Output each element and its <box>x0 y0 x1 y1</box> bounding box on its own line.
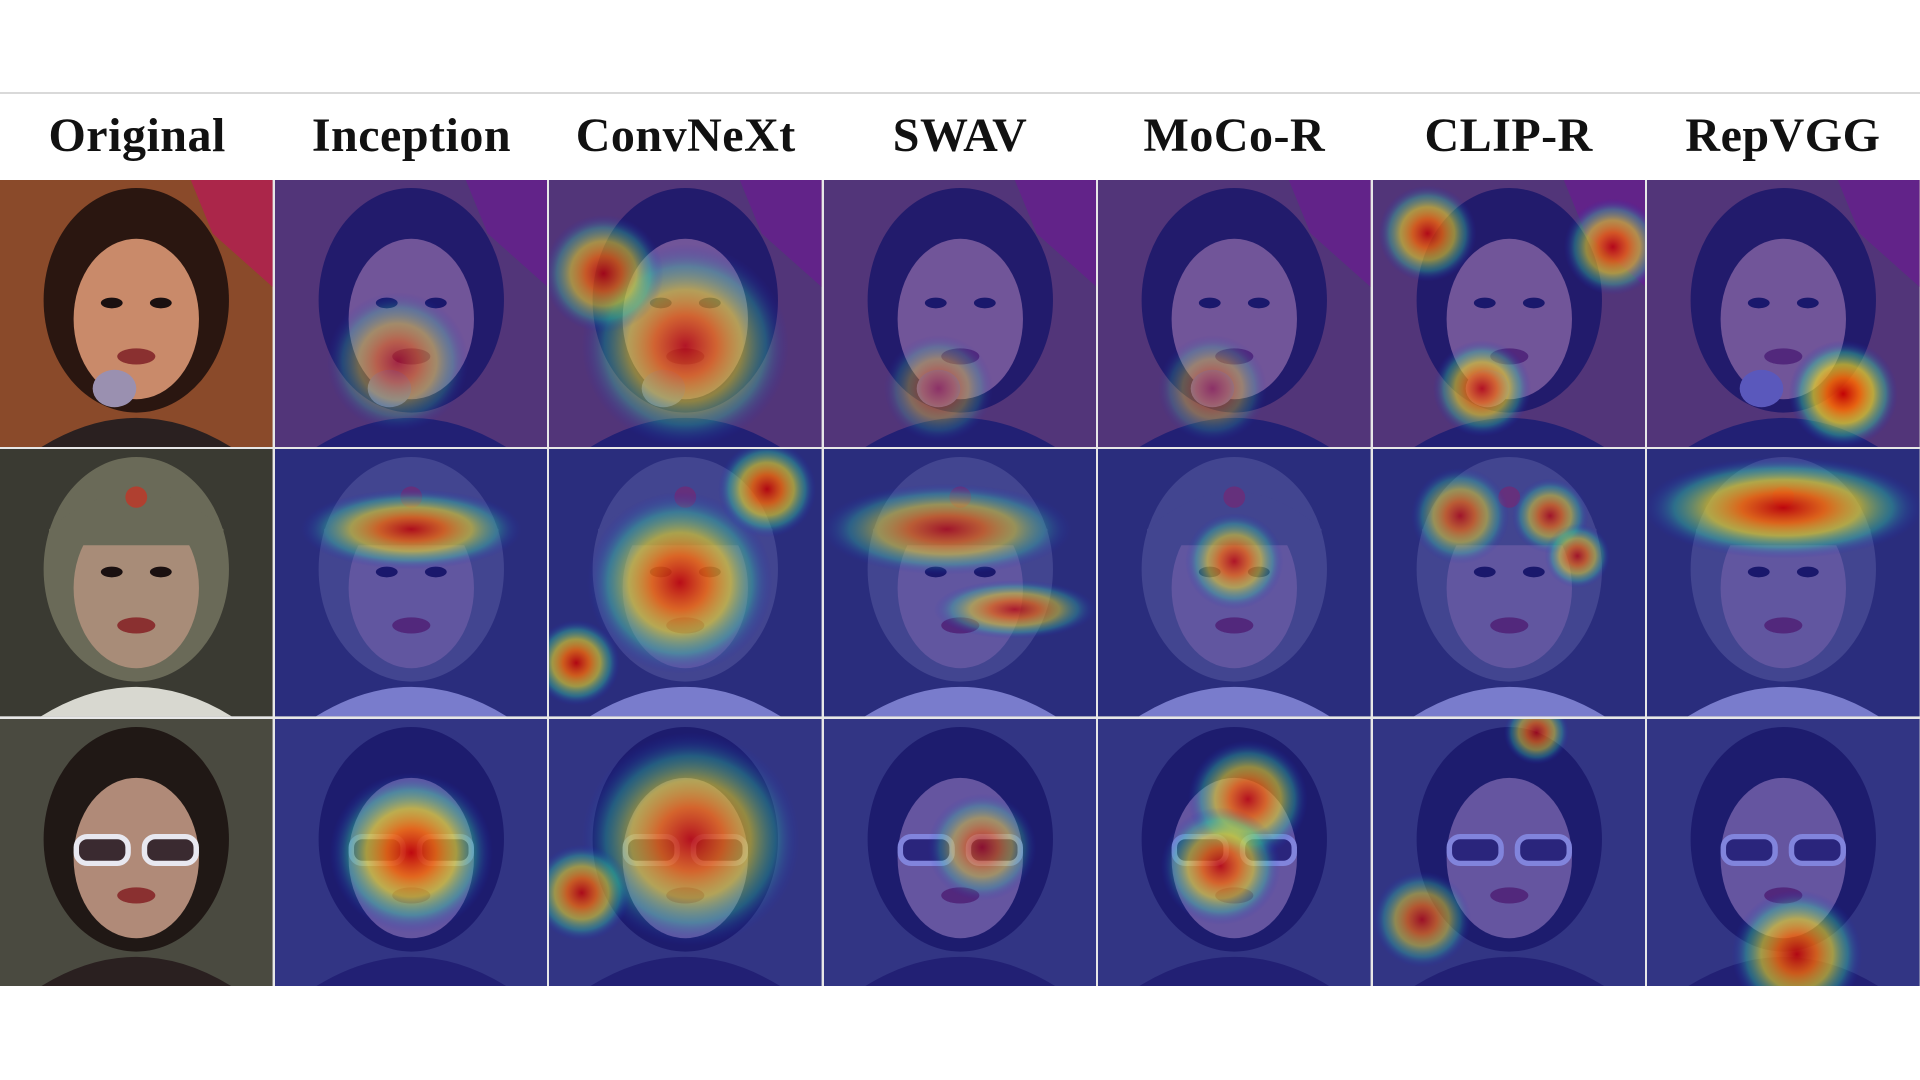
heatmap-hotspot <box>1372 871 1471 968</box>
heatmap-base-tint <box>1372 449 1646 717</box>
cell-image <box>1372 449 1646 717</box>
column-header-original: Original <box>48 108 226 162</box>
photo-shoulders <box>40 417 232 448</box>
heatmap-hotspot <box>1160 806 1281 925</box>
cell-woman-with-sunglasses-repvgg <box>1647 718 1920 986</box>
cell-woman-with-sunglasses-clip-r <box>1372 718 1646 986</box>
cell-man-with-cap-convnext <box>549 449 822 717</box>
photo-mouth <box>117 348 156 365</box>
cell-image <box>823 449 1097 717</box>
photo-backdrop-stripe <box>190 180 273 287</box>
photo-eye-left <box>100 566 123 578</box>
column-header-clip-r: CLIP-R <box>1424 108 1593 162</box>
cell-image <box>1098 449 1371 717</box>
photo-face <box>73 508 199 669</box>
cell-man-with-cap-moco-r <box>1098 449 1371 717</box>
cell-woman-with-microphone-clip-r <box>1372 180 1646 448</box>
photo-cap-badge <box>125 486 148 509</box>
heatmap-hotspot <box>933 580 1096 640</box>
heatmap-hotspot <box>927 793 1037 901</box>
photo-face <box>73 777 199 938</box>
photo-eye-right <box>149 566 172 578</box>
heatmap-base-tint <box>274 449 548 717</box>
heatmap-hotspot <box>1563 198 1646 295</box>
cell-man-with-cap-original <box>0 449 273 717</box>
heatmap-hotspot <box>549 620 620 706</box>
heatmap-hotspot <box>587 492 773 674</box>
cell-man-with-cap-repvgg <box>1647 449 1920 717</box>
photo-face <box>73 238 199 400</box>
cell-woman-with-sunglasses-swav <box>823 718 1097 986</box>
heatmap-hotspot <box>549 844 631 941</box>
cell-woman-with-sunglasses-inception <box>274 718 548 986</box>
heatmap-hotspot <box>1158 335 1268 442</box>
photo-sunglasses-right <box>141 833 199 866</box>
heatmap-hotspot <box>1378 185 1477 282</box>
photo-cap <box>49 492 224 546</box>
heatmap-hotspot <box>326 292 469 432</box>
cell-image <box>1647 449 1920 717</box>
column-header-repvgg: RepVGG <box>1685 108 1881 162</box>
cell-image <box>0 449 273 717</box>
cell-image <box>549 449 822 717</box>
column-header-convnext: ConvNeXt <box>575 108 796 162</box>
cell-woman-with-microphone-swav <box>823 180 1097 448</box>
image-grid <box>0 180 1920 986</box>
heatmap-hotspot <box>718 449 817 538</box>
column-header-moco-r: MoCo-R <box>1143 108 1326 162</box>
heatmap-hotspot <box>1185 513 1284 610</box>
cell-image <box>0 718 273 986</box>
heatmap-hotspot <box>1731 889 1863 986</box>
cell-image <box>1647 718 1920 986</box>
cell-image <box>1098 180 1371 448</box>
cell-woman-with-microphone-moco-r <box>1098 180 1371 448</box>
heatmap-hotspot <box>549 214 664 333</box>
cell-man-with-cap-clip-r <box>1372 449 1646 717</box>
cell-image <box>1098 718 1371 986</box>
cell-image <box>549 180 822 448</box>
heatmap-hotspot <box>1411 468 1510 565</box>
cell-woman-with-microphone-inception <box>274 180 548 448</box>
photo-mouth <box>117 617 156 634</box>
cell-woman-with-sunglasses-convnext <box>549 718 822 986</box>
cell-woman-with-microphone-convnext <box>549 180 822 448</box>
cell-image <box>274 449 548 717</box>
heatmap-hotspot <box>1544 524 1610 589</box>
cell-woman-with-microphone-original <box>0 180 273 448</box>
heatmap-hotspot <box>1503 718 1570 765</box>
heatmap-hotspot <box>300 489 522 570</box>
cell-woman-with-sunglasses-original <box>0 718 273 986</box>
cell-image <box>823 718 1097 986</box>
top-rule <box>0 92 1920 94</box>
heatmap-hotspot <box>329 772 493 933</box>
photo-shoulders <box>40 687 232 717</box>
heatmap-hotspot <box>1647 457 1920 559</box>
cell-image <box>823 180 1097 448</box>
column-header-swav: SWAV <box>892 108 1028 162</box>
cell-image <box>1372 180 1646 448</box>
cell-woman-with-sunglasses-moco-r <box>1098 718 1371 986</box>
cell-image <box>549 718 822 986</box>
photo-eye-left <box>100 297 123 309</box>
photo-microphone <box>92 369 137 408</box>
heatmap-hotspot <box>581 732 800 946</box>
heatmap-hotspot <box>823 484 1072 575</box>
cell-image <box>0 180 273 448</box>
cell-image <box>274 180 548 448</box>
heatmap-hotspot <box>1789 340 1899 448</box>
photo-shoulders <box>40 956 232 986</box>
heatmap-hotspot <box>883 335 993 442</box>
column-headers: Original Inception ConvNeXt SWAV MoCo-R … <box>0 100 1920 170</box>
photo-eye-right <box>149 297 172 309</box>
photo-sunglasses-left <box>73 833 131 866</box>
photo-mouth <box>117 887 156 904</box>
cell-man-with-cap-inception <box>274 449 548 717</box>
cell-image <box>1372 718 1646 986</box>
heatmap-hotspot <box>1432 340 1531 437</box>
cell-woman-with-microphone-repvgg <box>1647 180 1920 448</box>
cell-image <box>1647 180 1920 448</box>
cell-man-with-cap-swav <box>823 449 1097 717</box>
column-header-inception: Inception <box>311 108 512 162</box>
cell-image <box>274 718 548 986</box>
